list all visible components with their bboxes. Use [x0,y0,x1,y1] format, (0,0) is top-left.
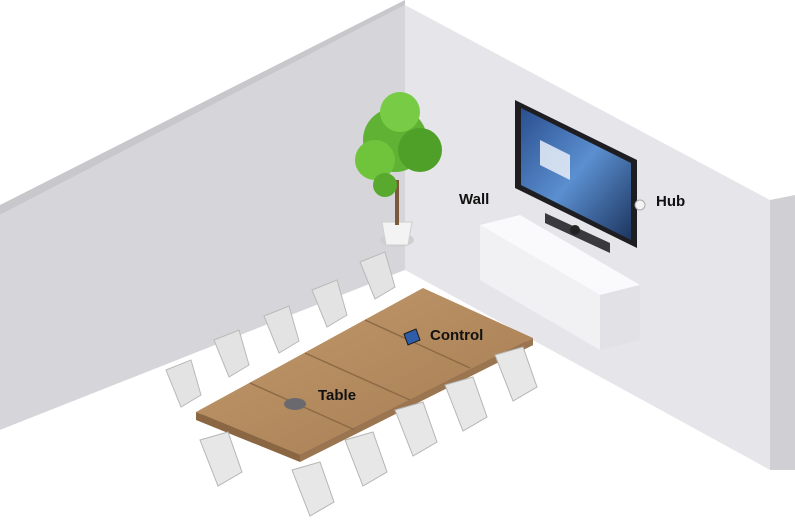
table [196,288,533,462]
camera-bar-icon [545,213,610,253]
chair [344,431,388,487]
chair [394,401,438,457]
speakerphone-icon [284,398,306,410]
wall-label: Wall [459,191,490,208]
left-wall [0,5,405,430]
left-wall-top-edge [0,0,405,215]
hub-icon [634,199,646,211]
chair [165,359,202,408]
chair [359,251,396,300]
chairs-back-row [165,251,396,408]
plant-icon [355,92,442,247]
chair [444,376,488,432]
chairs-front-row [199,346,538,517]
chair [494,346,538,402]
chair [291,461,335,517]
display-icon [515,100,637,248]
cabinet [480,215,640,350]
chair [311,279,348,328]
touch-panel-icon [403,328,421,346]
control-label: Control [430,327,484,344]
chair [199,431,243,487]
chair [213,329,250,378]
table-label: Table [318,387,357,404]
hub-label: Hub [656,193,686,210]
chair [263,305,300,354]
back-wall-edge [770,195,795,470]
